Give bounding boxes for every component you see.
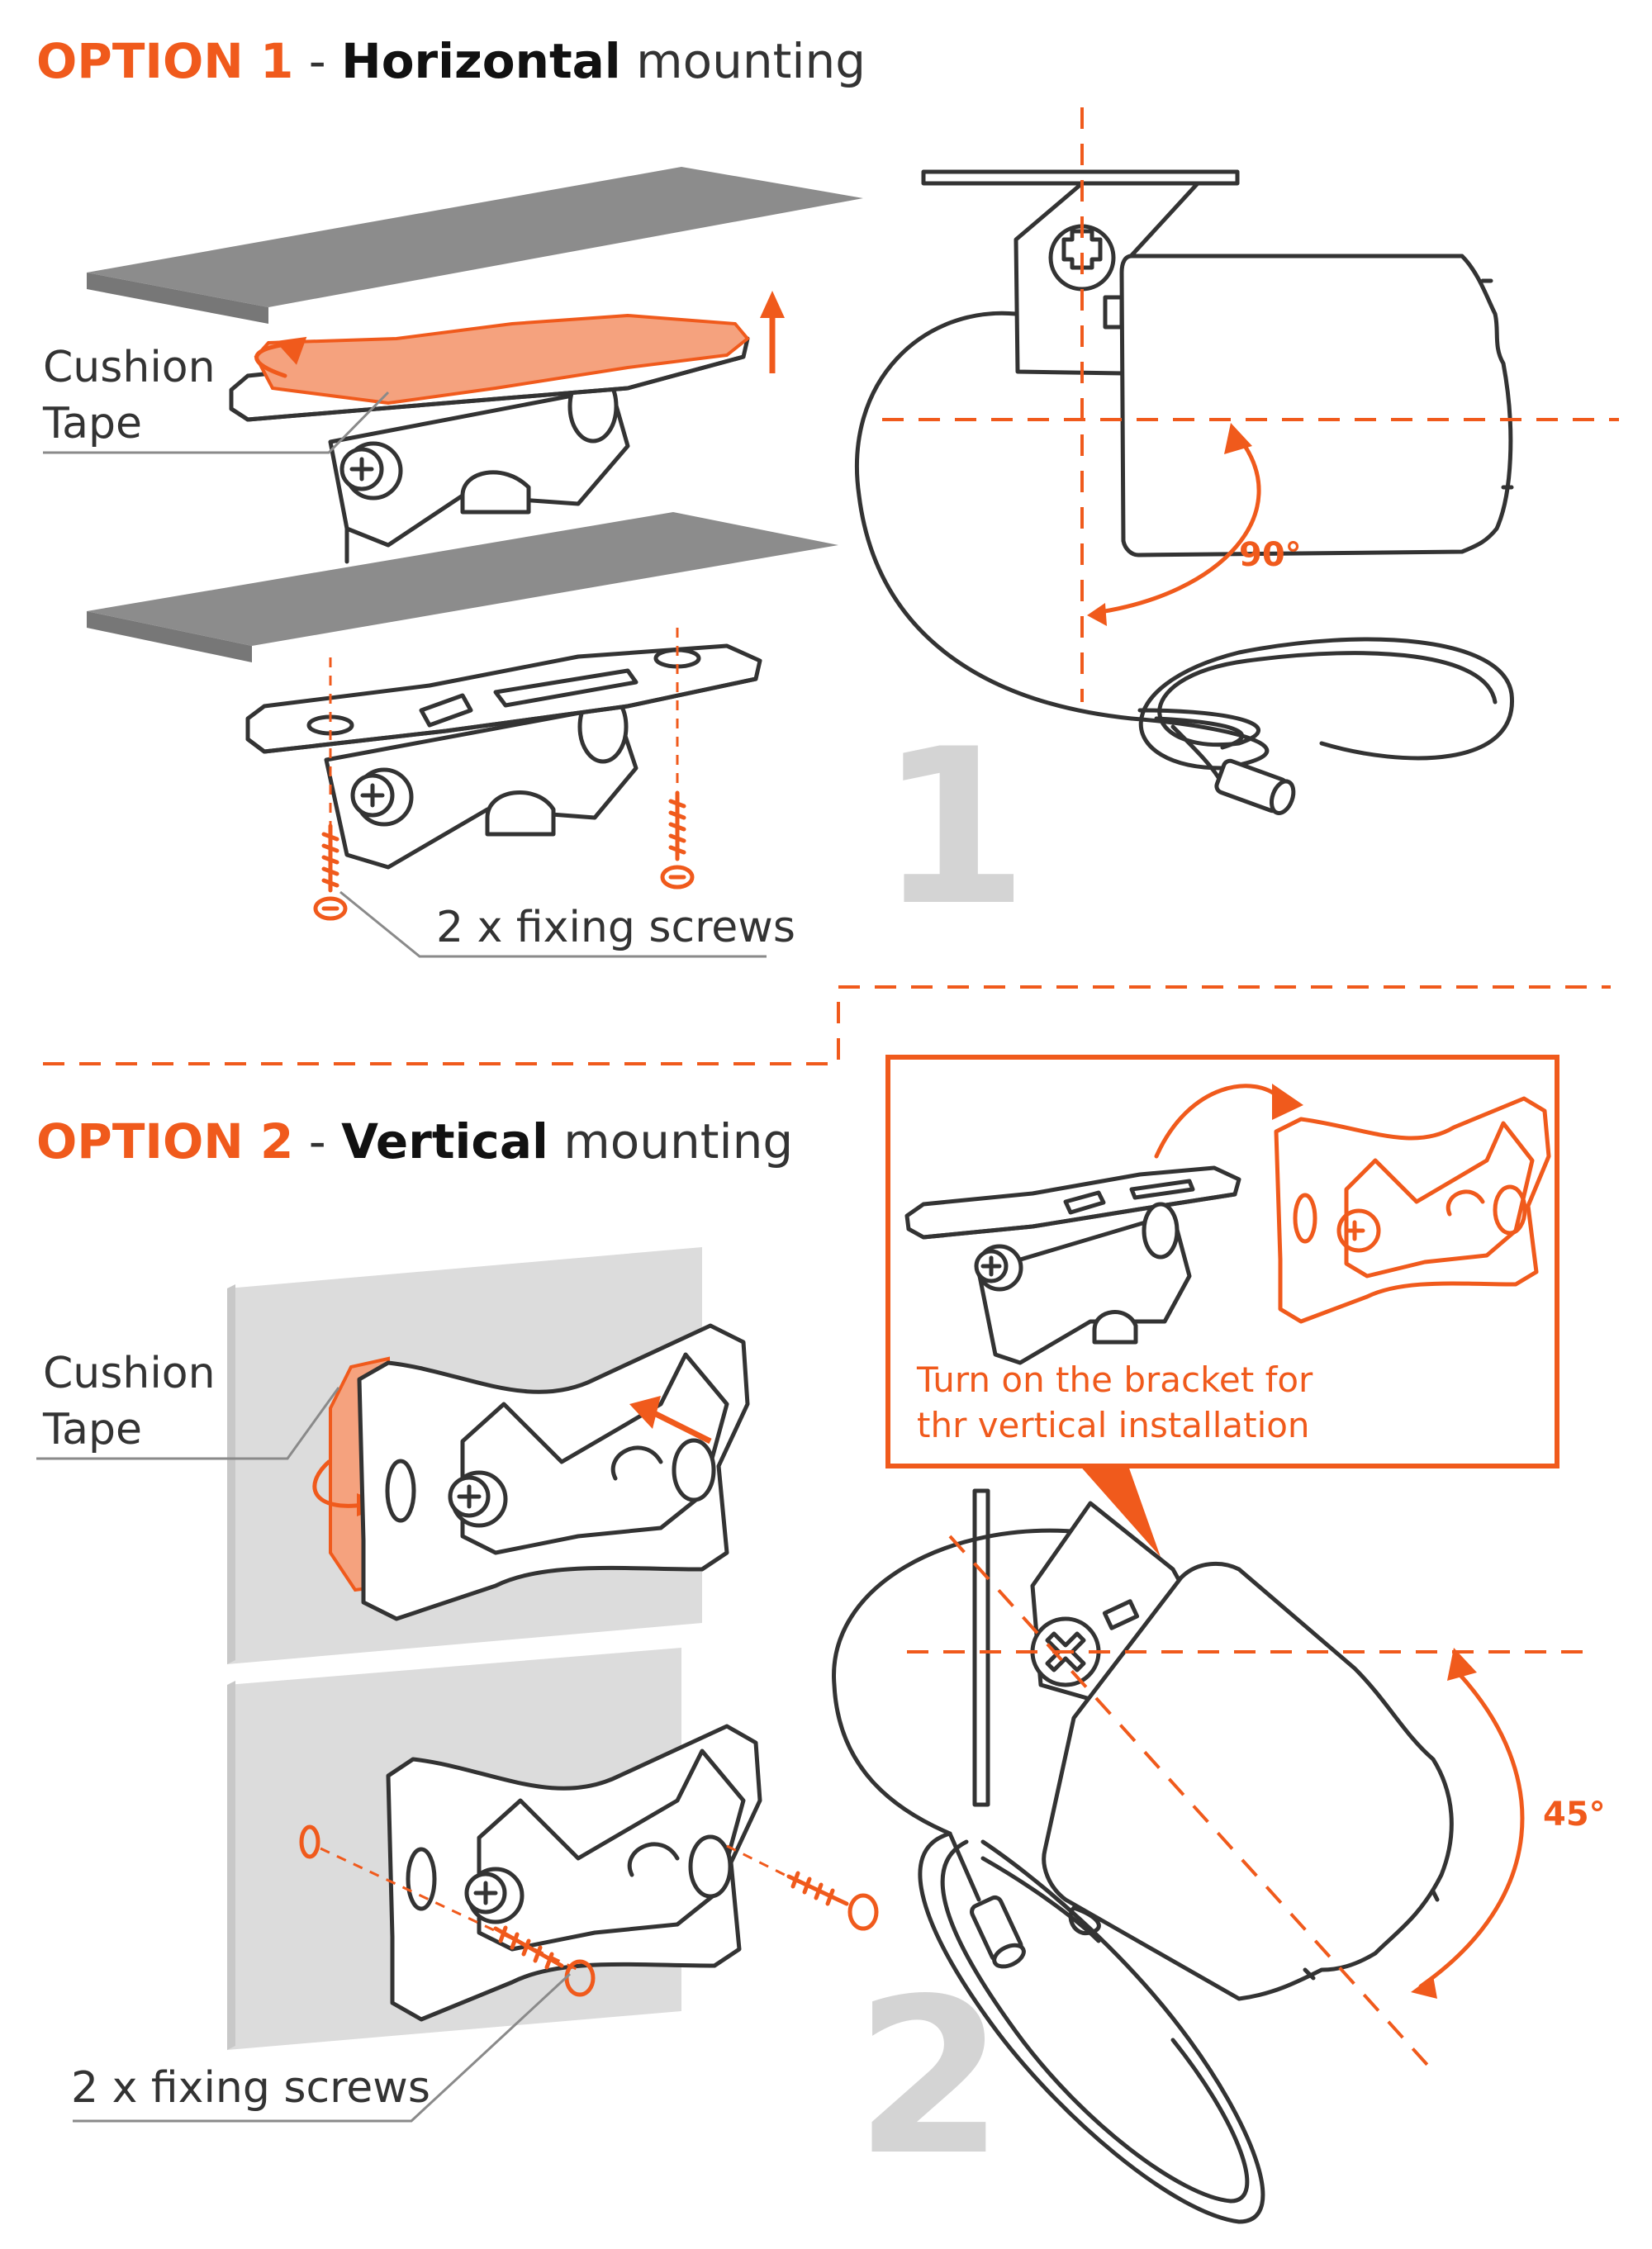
option2-screw-right — [786, 1871, 879, 1931]
option1-screws-label: 2 x fixing screws — [436, 903, 795, 952]
section-divider — [43, 985, 1611, 1065]
option2-separator: - — [293, 1113, 341, 1170]
option2-cushion-label-1: Cushion — [43, 1349, 216, 1398]
option2-turn-bracket-note: Turn on the bracket for thr vertical ins… — [885, 1055, 1559, 1557]
option1-cushion-label-2: Tape — [42, 399, 142, 448]
option2-note-line-2: thr vertical installation — [917, 1405, 1310, 1445]
option2-screws-label: 2 x fixing screws — [71, 2063, 430, 2113]
option1-shelf-top — [87, 167, 863, 324]
option1-cushion-label-1: Cushion — [43, 343, 216, 392]
option1-screw-left — [313, 823, 348, 921]
option2-cushion-label-2: Tape — [42, 1405, 142, 1454]
option1-bracket — [245, 643, 762, 870]
option1-shelf-bottom — [87, 512, 838, 662]
option1-title: OPTION 1 - Horizontal mounting — [36, 33, 866, 89]
option2-bracket — [386, 1724, 762, 2022]
option2-prefix: OPTION 2 — [36, 1113, 293, 1170]
option2-camera-assembly — [832, 1488, 1454, 2224]
option2-rest: mounting — [548, 1113, 793, 1170]
option2-bracket-with-tape — [312, 1323, 750, 1621]
option1-angle-label: 90° — [1239, 536, 1302, 574]
option1-screw-right — [660, 790, 695, 890]
option1-step-number: 1 — [879, 704, 1028, 953]
option1-camera-assembly — [854, 169, 1514, 815]
option2-angle-label: 45° — [1543, 1796, 1606, 1834]
option2-title: OPTION 2 - Vertical mounting — [36, 1113, 793, 1170]
option2-bold-word: Vertical — [341, 1113, 548, 1170]
option1-prefix: OPTION 1 — [36, 33, 293, 89]
option2-note-line-1: Turn on the bracket for — [916, 1359, 1313, 1400]
option1-rest: mounting — [621, 33, 866, 89]
option1-separator: - — [293, 33, 341, 89]
option2-step-number: 2 — [855, 1953, 1004, 2203]
cushion-tape-1 — [254, 313, 750, 406]
option1-bracket-with-tape — [229, 291, 785, 564]
option1-bold-word: Horizontal — [341, 33, 621, 89]
